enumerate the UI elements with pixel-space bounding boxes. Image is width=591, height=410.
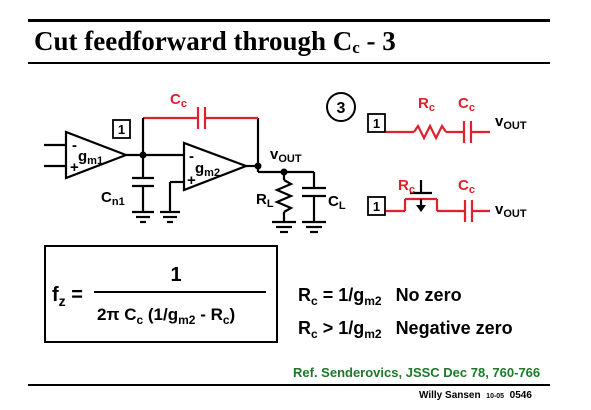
cc-label: Cc <box>170 91 187 110</box>
opamp2-plus: + <box>187 172 196 189</box>
opamp1-symbol <box>64 130 130 180</box>
formula-box <box>44 245 278 343</box>
node-dot-rl <box>280 168 288 176</box>
row1-rc-label: Rc <box>418 95 435 114</box>
reference: Ref. Senderovics, JSSC Dec 78, 760-766 <box>293 365 541 380</box>
cl-label: CL <box>328 193 346 212</box>
top-rule <box>28 19 550 22</box>
option-3-circle <box>326 92 356 122</box>
row1-wires <box>386 121 490 143</box>
opamp1-plus: + <box>70 159 79 176</box>
formula-denominator: 2π Cc (1/gm2 - Rc) <box>97 305 235 327</box>
footer: Willy Sansen 10-05 0546 <box>419 390 532 401</box>
slide-title: Cut feedforward through Cc - 3 <box>34 26 396 57</box>
gm1-label: gm1 <box>78 148 103 167</box>
footer-rule <box>28 384 550 386</box>
vout-label: vOUT <box>270 146 302 165</box>
formula-numerator: 1 <box>170 264 181 286</box>
box-1-row2 <box>367 196 386 216</box>
box-1-row1 <box>367 113 386 133</box>
row2-cc-label: Cc <box>458 177 475 196</box>
rl-label: RL <box>256 191 274 210</box>
row2-wires <box>386 197 490 222</box>
box-1-main-label: 1 <box>118 122 125 137</box>
option-3-number: 3 <box>337 100 346 117</box>
gm2-label: gm2 <box>195 160 220 179</box>
box-1-row1-label: 1 <box>373 116 380 131</box>
box-1-main <box>112 119 131 139</box>
opamp2-minus: - <box>189 148 194 165</box>
opamp1-minus: - <box>72 137 77 154</box>
footer-author: Willy Sansen <box>419 390 481 401</box>
cc-feedback-wires <box>143 107 258 129</box>
transistor-arrow <box>416 205 426 212</box>
footer-slide-number: 0546 <box>509 390 532 401</box>
title-rule <box>28 62 550 64</box>
opamp2-symbol <box>182 141 250 192</box>
row2-rc-label: Rc <box>398 177 415 196</box>
main-circuit-wires <box>44 118 326 234</box>
fz-label: fz = <box>52 284 83 309</box>
footer-date: 10-05 <box>486 393 505 400</box>
node-dot-out <box>254 162 262 170</box>
box-1-row2-label: 1 <box>373 199 380 214</box>
row1-vout-label: vOUT <box>495 113 527 132</box>
cn1-label: Cn1 <box>101 189 125 208</box>
row2-vout-label: vOUT <box>495 201 527 220</box>
row1-cc-label: Cc <box>458 95 475 114</box>
